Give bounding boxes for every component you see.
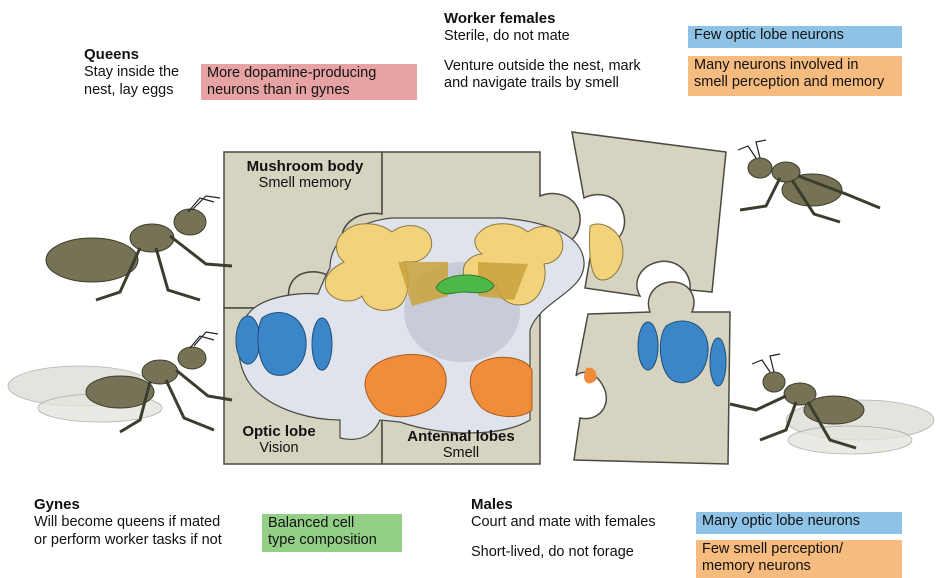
workers-title: Worker females: [444, 10, 555, 27]
workers-line2a: Venture outside the nest, mark: [444, 58, 641, 75]
puzzle-piece-detached-bottom: [574, 282, 730, 464]
males-smell-line1: Few smell perception/: [702, 541, 896, 558]
gynes-trait-box: Balanced cell type composition: [262, 514, 402, 552]
antennal-lobes: [365, 355, 596, 417]
workers-smell-line1: Many neurons involved in: [694, 57, 896, 74]
mushroom-body-subtitle: Smell memory: [228, 175, 382, 192]
ant-male: [730, 354, 934, 454]
ant-gyne: [8, 332, 232, 432]
males-smell-line2: memory neurons: [702, 558, 896, 575]
queens-trait-line1: More dopamine-producing: [207, 65, 411, 82]
optic-lobe-subtitle: Vision: [226, 440, 332, 457]
workers-smell-box: Many neurons involved in smell perceptio…: [688, 56, 902, 96]
mushroom-body-title: Mushroom body: [228, 158, 382, 175]
gynes-line1: Will become queens if mated: [34, 514, 220, 531]
workers-smell-line2: smell perception and memory: [694, 74, 896, 91]
males-optic-box: Many optic lobe neurons: [696, 512, 902, 534]
ant-worker: [738, 140, 880, 222]
antennal-lobes-subtitle: Smell: [384, 445, 538, 462]
antennal-lobes-title: Antennal lobes: [384, 428, 538, 445]
males-title: Males: [471, 496, 513, 513]
males-smell-box: Few smell perception/ memory neurons: [696, 540, 902, 578]
gynes-trait-line2: type composition: [268, 532, 396, 549]
gynes-title: Gynes: [34, 496, 80, 513]
queens-title: Queens: [84, 46, 139, 63]
workers-line1: Sterile, do not mate: [444, 28, 570, 45]
queens-desc-line2: nest, lay eggs: [84, 82, 173, 99]
queens-desc-line1: Stay inside the: [84, 64, 179, 81]
ant-queen: [46, 196, 232, 300]
gynes-trait-line1: Balanced cell: [268, 515, 396, 532]
queens-trait-box: More dopamine-producing neurons than in …: [201, 64, 417, 100]
gynes-line2: or perform worker tasks if not: [34, 532, 222, 549]
males-line2: Short-lived, do not forage: [471, 544, 634, 561]
males-line1: Court and mate with females: [471, 514, 656, 531]
workers-optic-box: Few optic lobe neurons: [688, 26, 902, 48]
optic-lobe-title: Optic lobe: [226, 423, 332, 440]
workers-line2b: and navigate trails by smell: [444, 75, 619, 92]
queens-trait-line2: neurons than in gynes: [207, 82, 411, 99]
